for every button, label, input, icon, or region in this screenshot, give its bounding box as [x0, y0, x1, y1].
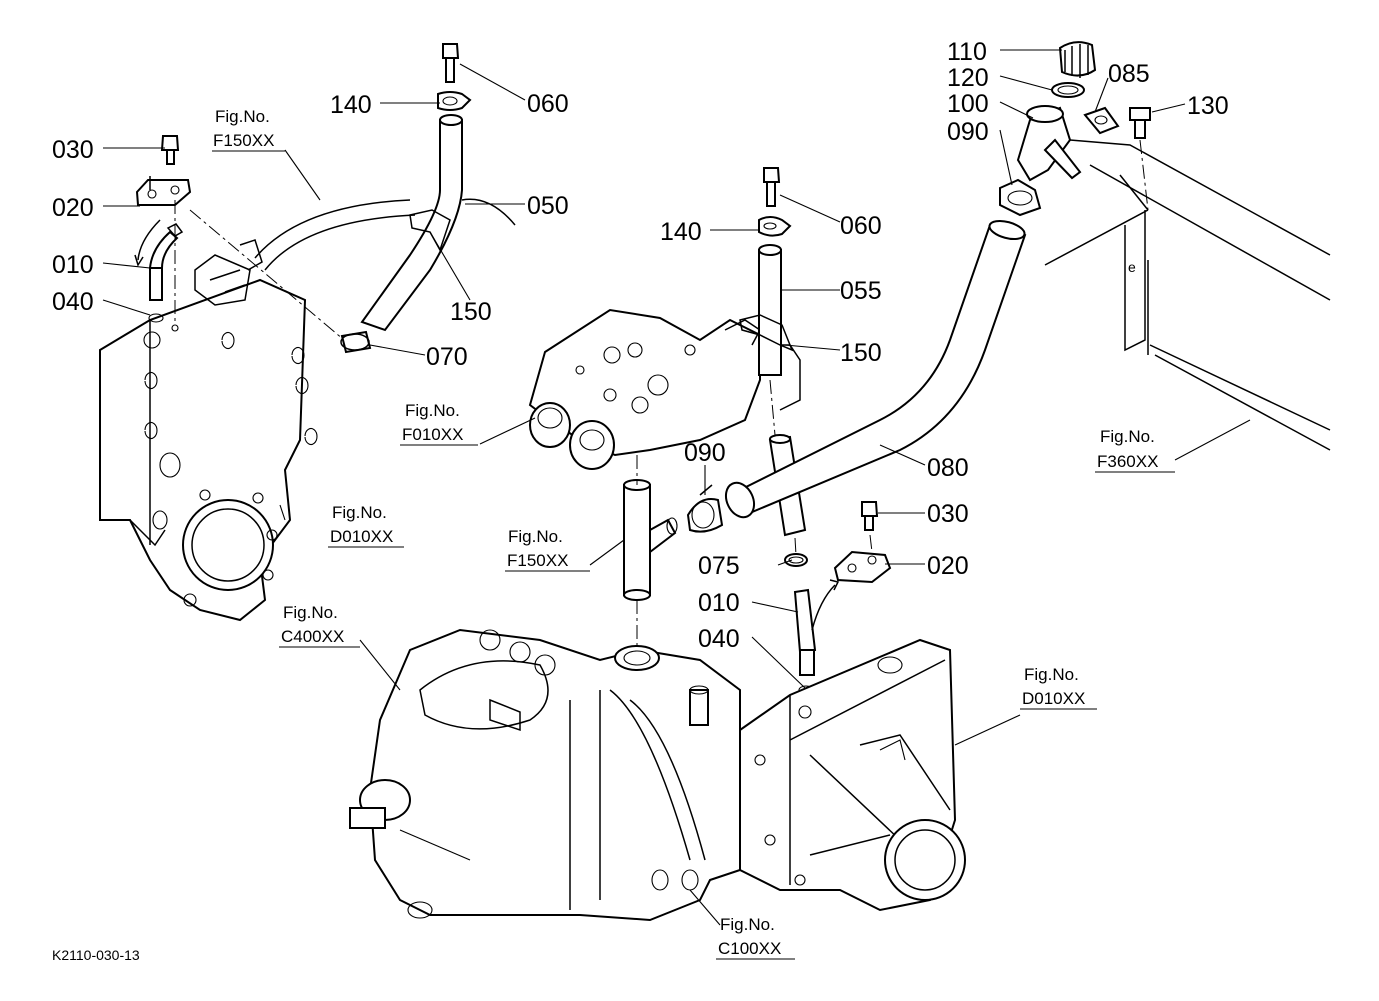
fig-ref-label: Fig.No. — [332, 503, 387, 522]
fig-ref-label: Fig.No. — [1100, 427, 1155, 446]
callout-top-090: 090 — [947, 118, 989, 146]
fig-ref-code: D010XX — [1022, 689, 1085, 708]
callout-mid-010: 010 — [698, 589, 740, 617]
callout-mid-140: 140 — [660, 218, 702, 246]
fig-ref-f150-top: Fig.No. F150XX — [212, 107, 285, 152]
fig-ref-d010-right: Fig.No. D010XX — [1020, 665, 1097, 710]
callout-mid-075: 075 — [698, 552, 740, 580]
fig-ref-code: C100XX — [718, 939, 781, 958]
callout-top-110: 110 — [947, 38, 987, 66]
fig-ref-f360: Fig.No. F360XX — [1095, 427, 1175, 473]
right-frame: e — [1044, 139, 1331, 451]
fig-ref-code: D010XX — [330, 527, 393, 546]
callout-left-140: 140 — [330, 91, 372, 119]
fig-ref-c100: Fig.No. C100XX — [716, 915, 795, 960]
right-gear-case — [739, 638, 966, 912]
fig-ref-c400: Fig.No. C400XX — [279, 603, 360, 648]
center-valve-housing — [528, 308, 801, 470]
fig-ref-code: F150XX — [507, 551, 568, 570]
fig-ref-code: C400XX — [281, 627, 344, 646]
left-gear-case — [99, 239, 318, 622]
callout-mid-055: 055 — [840, 277, 882, 305]
callout-mid-040: 040 — [698, 625, 740, 653]
callout-mid-150: 150 — [840, 339, 882, 367]
fig-ref-f150-mid: Fig.No. F150XX — [505, 527, 590, 572]
callout-left-040: 040 — [52, 288, 94, 316]
fig-ref-code: F150XX — [213, 131, 274, 150]
filler-assembly — [999, 41, 1151, 217]
tee-pipe — [623, 455, 678, 650]
fig-ref-label: Fig.No. — [508, 527, 563, 546]
callout-mid-030: 030 — [927, 500, 969, 528]
callout-left-060: 060 — [527, 90, 569, 118]
fig-ref-code: F360XX — [1097, 452, 1158, 471]
callout-left-010: 010 — [52, 251, 94, 279]
fig-ref-label: Fig.No. — [405, 401, 460, 420]
callout-left-070: 070 — [426, 343, 468, 371]
callout-top-085: 085 — [1108, 60, 1150, 88]
transmission-case — [349, 628, 741, 922]
callout-left-020: 020 — [52, 194, 94, 222]
fig-ref-label: Fig.No. — [215, 107, 270, 126]
callout-left-150: 150 — [450, 298, 492, 326]
callout-top-120: 120 — [947, 64, 989, 92]
leader-lines — [102, 49, 1251, 926]
diagram-code: K2110-030-13 — [52, 947, 140, 963]
callout-mid-090: 090 — [684, 439, 726, 467]
svg-text:e: e — [1128, 259, 1136, 275]
callout-top-130: 130 — [1187, 92, 1229, 120]
fig-ref-label: Fig.No. — [283, 603, 338, 622]
fig-ref-code: F010XX — [402, 425, 463, 444]
fig-ref-f010: Fig.No. F010XX — [400, 401, 478, 446]
right-dipstick-assembly — [793, 501, 892, 709]
callout-mid-020: 020 — [927, 552, 969, 580]
left-hose-assembly — [254, 43, 516, 354]
callout-left-050: 050 — [527, 192, 569, 220]
fig-ref-d010-left: Fig.No. D010XX — [328, 503, 404, 548]
callout-mid-080: 080 — [927, 454, 969, 482]
fig-ref-label: Fig.No. — [1024, 665, 1079, 684]
callout-mid-060: 060 — [840, 212, 882, 240]
callout-labels: 030 020 010 040 140 060 050 150 070 140 … — [52, 38, 1229, 653]
left-dipstick-assembly — [134, 135, 351, 346]
callout-left-030: 030 — [52, 136, 94, 164]
figure-references: Fig.No. F150XX Fig.No. F010XX Fig.No. D0… — [212, 107, 1175, 960]
fig-ref-label: Fig.No. — [720, 915, 775, 934]
callout-top-100: 100 — [947, 90, 989, 118]
main-hose-080 — [686, 219, 1027, 533]
